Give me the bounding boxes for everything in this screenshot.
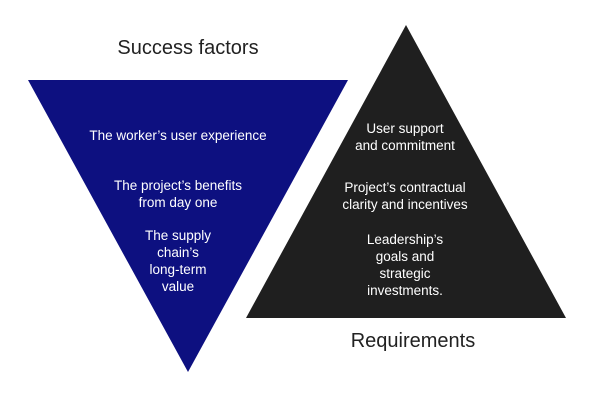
success-factor-item: The supply chain’s long-term value bbox=[144, 228, 212, 294]
requirement-item: User support and commitment bbox=[355, 121, 455, 153]
requirement-item: Project’s contractual clarity and incent… bbox=[342, 180, 468, 212]
requirements-triangle bbox=[246, 25, 566, 318]
success-factor-item: The project’s benefits from day one bbox=[113, 178, 243, 210]
requirement-item: Leadership’s goals and strategic investm… bbox=[366, 232, 444, 298]
requirements-heading: Requirements bbox=[350, 330, 476, 352]
success-factor-item: The worker’s user experience bbox=[89, 128, 267, 143]
success-factors-heading: Success factors bbox=[117, 37, 259, 59]
success-factors-triangle bbox=[28, 80, 348, 372]
